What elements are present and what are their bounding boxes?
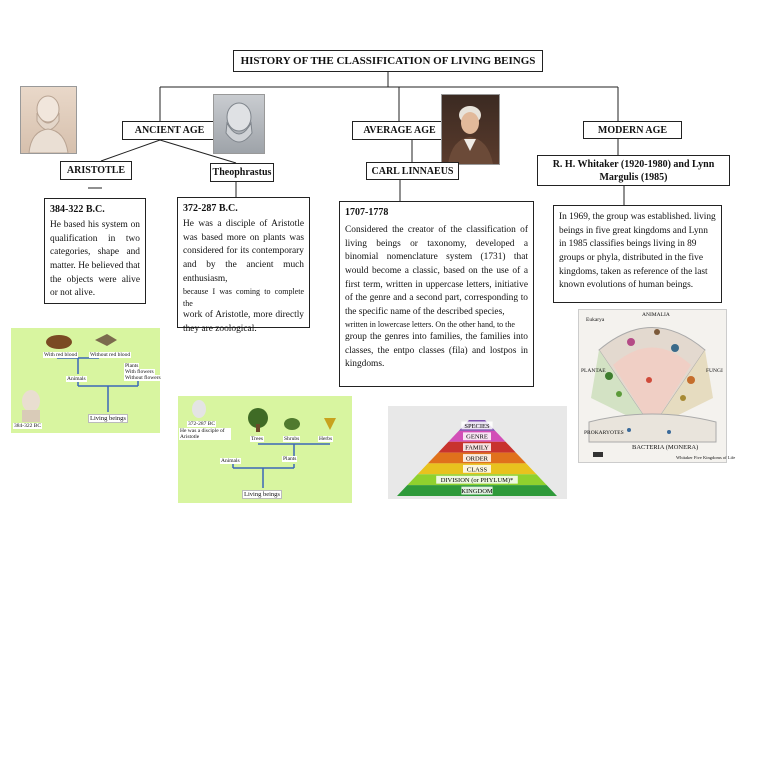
page-title: HISTORY OF THE CLASSIFICATION OF LIVING … <box>233 50 543 72</box>
kingdoms-prokaryotes: PROKARYOTES <box>584 430 624 436</box>
kingdoms-fungi: FUNGI <box>706 368 723 374</box>
era-ancient: ANCIENT AGE <box>122 121 217 140</box>
td-living: Living beings <box>242 490 282 499</box>
theophrastus-classification-diagram: 372-287 BC He was a disciple of Aristotl… <box>178 396 352 503</box>
aristotle-classification-diagram: With red blood Without red blood Plants … <box>11 328 162 433</box>
kingdoms-plantae: PLANTAE <box>581 368 606 374</box>
ad-plants: Plants <box>124 363 140 369</box>
whitaker-description: In 1969, the group was established. livi… <box>553 205 722 303</box>
ad-animals: Animals <box>66 376 87 382</box>
td-shrubs: Shrubs <box>283 436 301 442</box>
td-date: 372-287 BC <box>187 421 217 427</box>
theophrastus-text-small: because I was coming to complete the <box>183 287 304 308</box>
pyramid-label: CLASS <box>467 466 488 473</box>
ad-with-blood: With red blood <box>43 352 79 358</box>
ad-without-blood: Without red blood <box>89 352 132 358</box>
theophrastus-text-end: work of Aristotle, more directly they ar… <box>183 310 304 334</box>
td-trees: Trees <box>250 436 265 442</box>
linnaeus-date: 1707-1778 <box>345 207 389 218</box>
theophrastus-portrait <box>213 94 265 154</box>
label-theophrastus: Theophrastus <box>210 163 274 182</box>
pyramid-label: ORDER <box>466 455 489 462</box>
pyramid-label-bg <box>436 475 518 484</box>
ad-plants-without-flowers: Without flowers <box>124 375 162 381</box>
pyramid-label: GENRE <box>466 434 488 441</box>
ad-date: 384-322 BC <box>13 423 43 429</box>
pyramid-label-bg <box>463 454 491 462</box>
pyramid-label: KINGDOM <box>461 488 493 495</box>
td-note: He was a disciple of Aristotle <box>179 428 231 441</box>
aristotle-portrait <box>20 86 77 154</box>
kingdoms-footer: Whitaker Five Kingdoms of Life <box>676 455 736 460</box>
pyramid-svg: SPECIES GENRE FAMILY ORDER CLASS DIVISION (or… <box>397 420 557 496</box>
td-animals: Animals <box>220 458 241 464</box>
five-kingdoms-figure: Eukarya ANIMALIA PLANTAE FUNGI PROKARYOT… <box>578 309 735 463</box>
kingdoms-bacteria: BACTERIA (MONERA) <box>632 444 699 451</box>
aristotle-text: He based his system on qualification in … <box>50 220 140 299</box>
pyramid-label-bg <box>461 486 493 495</box>
linnaeus-description: 1707-1778 Considered the creator of the … <box>339 201 534 387</box>
label-aristotle: ARISTOTLE <box>60 161 132 180</box>
kingdoms-eukarya: Eukarya <box>586 317 605 323</box>
ad-plants-with-flowers: With flowers <box>124 369 155 375</box>
pyramid-label: DIVISION (or PHYLUM)* <box>441 477 514 484</box>
pyramid-label-bg <box>463 443 491 452</box>
pyramid-label: FAMILY <box>465 445 489 452</box>
pyramid-label: SPECIES <box>464 423 490 430</box>
era-modern: MODERN AGE <box>583 121 682 139</box>
pyramid-label-bg <box>463 464 491 473</box>
taxonomy-pyramid: SPECIES GENRE FAMILY ORDER CLASS DIVISION (or… <box>388 406 567 499</box>
theophrastus-description: 372-287 B.C. He was a disciple of Aristo… <box>177 197 310 334</box>
aristotle-description: 384-322 B.C. He based his system on qual… <box>44 198 146 304</box>
label-linnaeus: CARL LINNAEUS <box>366 162 459 180</box>
label-whitaker: R. H. Whitaker (1920-1980) and Lynn Marg… <box>537 155 730 186</box>
whitaker-text: In 1969, the group was established. livi… <box>559 212 716 291</box>
era-average: AVERAGE AGE <box>352 121 447 140</box>
theophrastus-text: He was a disciple of Aristotle was based… <box>183 219 304 284</box>
pyramid-label-bg <box>461 421 493 430</box>
linnaeus-text-end: group the genres into families, the fami… <box>345 331 528 370</box>
theophrastus-date: 372-287 B.C. <box>183 203 238 214</box>
linnaeus-text: Considered the creator of the classifica… <box>345 225 528 317</box>
aristotle-date: 384-322 B.C. <box>50 204 105 215</box>
linnaeus-portrait <box>441 94 500 165</box>
td-plants: Plants <box>282 456 298 462</box>
linnaeus-text-small: written in lowercase letters. On the oth… <box>345 320 515 330</box>
td-herbs: Herbs <box>318 436 334 442</box>
ad-living: Living beings <box>88 414 128 423</box>
pyramid-label-bg <box>463 432 491 441</box>
kingdoms-animalia: ANIMALIA <box>642 312 670 318</box>
